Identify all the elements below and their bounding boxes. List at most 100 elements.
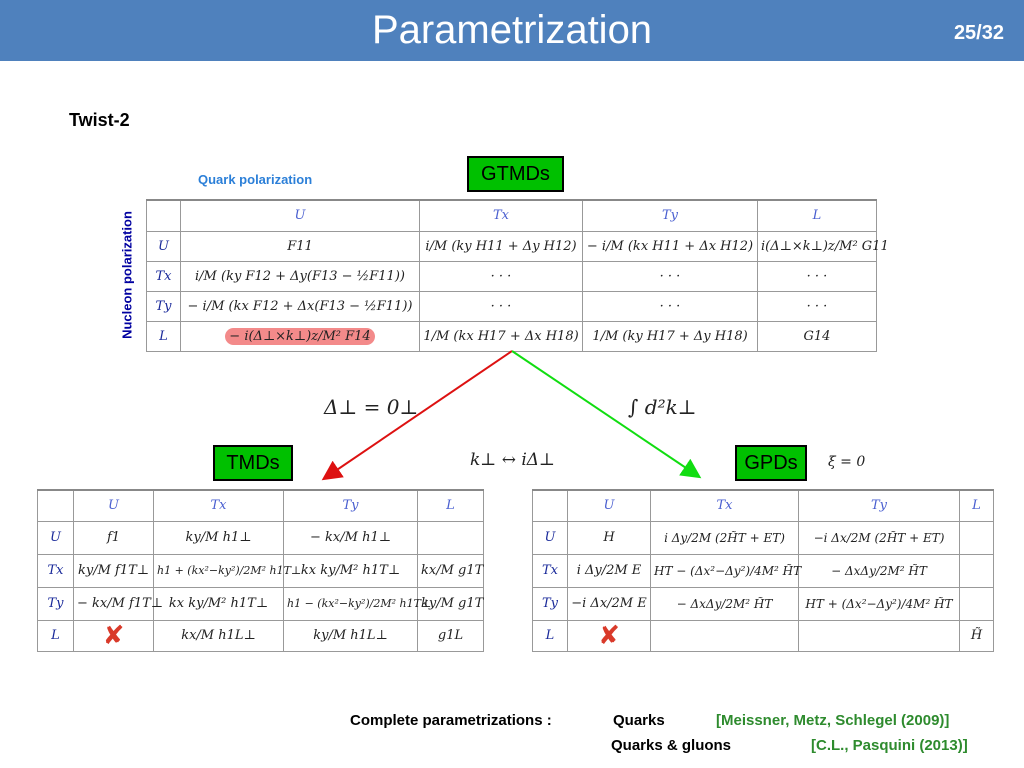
table-row: U f1 ky/M h1⊥ − kx/M h1⊥ <box>37 520 484 555</box>
gpds-box: GPDs <box>735 445 807 481</box>
gtmd-cell: · · · <box>419 290 583 322</box>
gtmd-row-header: Ty <box>146 290 181 322</box>
table-row: L − i(Δ⊥×k⊥)z/M² F14 1/M (kx H17 + Δx H1… <box>146 320 877 352</box>
tmd-cell: ky/M h1⊥ <box>153 520 284 555</box>
delta-zero-label: Δ⊥ = 0⊥ <box>324 395 419 419</box>
gpd-cell: −i Δx/2M (2H̃T + ET) <box>798 520 960 555</box>
gpd-table: U Tx Ty L U H i Δy/2M (2H̃T + ET) −i Δx/… <box>532 489 994 652</box>
gpd-cell <box>798 619 960 652</box>
tmds-box: TMDs <box>213 445 293 481</box>
gpd-header-row: U Tx Ty L <box>532 489 994 522</box>
tmd-cell-crossed: ✘ <box>73 619 154 652</box>
gtmd-col-header: L <box>757 199 877 232</box>
table-row: L ✘ H̃ <box>532 619 994 652</box>
integral-label: ∫ d²k⊥ <box>628 395 697 419</box>
gpd-col-header: Ty <box>798 489 960 522</box>
footer-quarks-gluons: Quarks & gluons <box>611 737 732 754</box>
tmd-cell <box>417 520 484 555</box>
gpd-corner <box>532 489 568 522</box>
tmd-cell: h1 − (kx²−ky²)/2M² h1T⊥ <box>283 586 431 621</box>
slide-header: Parametrization 25/32 <box>0 0 1024 61</box>
gtmd-cell: i(Δ⊥×k⊥)z/M² G11 <box>757 230 889 262</box>
tmd-row-header: U <box>37 520 74 555</box>
tmd-cell: kx ky/M² h1T⊥ <box>283 553 418 588</box>
gpd-cell: H <box>567 520 651 555</box>
f14-highlight: − i(Δ⊥×k⊥)z/M² F14 <box>225 327 375 345</box>
tmd-cell: − kx/M h1⊥ <box>283 520 418 555</box>
gtmd-col-header: U <box>180 199 420 232</box>
gpd-col-header: L <box>959 489 994 522</box>
tmd-corner <box>37 489 74 522</box>
table-row: Tx i/M (ky F12 + Δy(F13 − ½F11)) · · · ·… <box>146 260 877 292</box>
twist-label: Twist-2 <box>69 110 130 130</box>
cross-mark-icon: ✘ <box>598 620 620 651</box>
gpd-cell <box>959 520 994 555</box>
tmd-row-header: Tx <box>37 553 74 588</box>
gpd-cell <box>959 586 994 621</box>
footer-quarks: Quarks <box>613 712 665 729</box>
table-row: Tx ky/M f1T⊥ h1 + (kx²−ky²)/2M² h1T⊥ kx … <box>37 553 484 588</box>
gtmd-cell: i/M (ky H11 + Δy H12) <box>419 230 583 262</box>
gpd-cell: H̃ <box>959 619 994 652</box>
gpd-row-header: Ty <box>532 586 568 621</box>
tmd-cell: g1L <box>417 619 484 652</box>
table-row: L ✘ kx/M h1L⊥ ky/M h1L⊥ g1L <box>37 619 484 652</box>
gpd-cell: i Δy/2M E <box>567 553 651 588</box>
page-number: 25/32 <box>953 22 1004 44</box>
tmd-table: U Tx Ty L U f1 ky/M h1⊥ − kx/M h1⊥ Tx ky… <box>37 489 484 652</box>
tmd-cell: f1 <box>73 520 154 555</box>
gtmd-cell: · · · <box>757 290 877 322</box>
gtmd-cell: 1/M (ky H17 + Δy H18) <box>582 320 758 352</box>
gpd-cell: HT + (Δx²−Δy²)/4M² H̃T <box>798 586 960 621</box>
xi-label: ξ = 0 <box>828 454 866 470</box>
table-row: Tx i Δy/2M E HT − (Δx²−Δy²)/4M² H̃T − Δx… <box>532 553 994 588</box>
gtmd-row-header: U <box>146 230 181 262</box>
tmd-row-header: L <box>37 619 74 652</box>
gpd-cell: i Δy/2M (2H̃T + ET) <box>650 520 799 555</box>
gpd-col-header: Tx <box>650 489 799 522</box>
slide-title: Parametrization <box>371 8 653 52</box>
gtmd-cell: 1/M (kx H17 + Δx H18) <box>419 320 583 352</box>
tmd-col-header: L <box>417 489 484 522</box>
tmd-cell: ky/M g1T <box>417 586 484 621</box>
footer-label: Complete parametrizations : <box>350 712 552 729</box>
gpd-row-header: Tx <box>532 553 568 588</box>
table-row: Ty − i/M (kx F12 + Δx(F13 − ½F11)) · · ·… <box>146 290 877 322</box>
gtmd-cell: G14 <box>757 320 877 352</box>
gtmd-cell: · · · <box>582 290 758 322</box>
arrow-to-tmds <box>321 350 513 481</box>
gpd-cell: −i Δx/2M E <box>567 586 651 621</box>
gpd-col-header: U <box>567 489 651 522</box>
tmd-col-header: Ty <box>283 489 418 522</box>
cross-mark-icon: ✘ <box>102 620 125 651</box>
gtmd-cell: i/M (ky F12 + Δy(F13 − ½F11)) <box>180 260 420 292</box>
tmd-header-row: U Tx Ty L <box>37 489 484 522</box>
tmd-cell: ky/M f1T⊥ <box>73 553 154 588</box>
table-row: Ty −i Δx/2M E − ΔxΔy/2M² H̃T HT + (Δx²−Δ… <box>532 586 994 621</box>
gpd-cell <box>650 619 799 652</box>
quarks-gluons-reference: [C.L., Pasquini (2013)] <box>811 737 968 754</box>
gpd-row-header: L <box>532 619 568 652</box>
tmd-cell: kx ky/M² h1T⊥ <box>153 586 284 621</box>
substitution-label: k⊥ ↔ iΔ⊥ <box>470 450 556 470</box>
gpd-cell-crossed: ✘ <box>567 619 651 652</box>
gpd-row-header: U <box>532 520 568 555</box>
table-row: U H i Δy/2M (2H̃T + ET) −i Δx/2M (2H̃T +… <box>532 520 994 555</box>
gpd-cell: − ΔxΔy/2M² H̃T <box>650 586 799 621</box>
gpd-cell <box>959 553 994 588</box>
tmd-cell: ky/M h1L⊥ <box>283 619 418 652</box>
gtmd-cell: − i/M (kx F12 + Δx(F13 − ½F11)) <box>180 290 420 322</box>
tmd-col-header: Tx <box>153 489 284 522</box>
tmd-cell: h1 + (kx²−ky²)/2M² h1T⊥ <box>153 553 301 588</box>
tmd-col-header: U <box>73 489 154 522</box>
gpd-cell: HT − (Δx²−Δy²)/4M² H̃T <box>650 553 801 588</box>
tmd-cell: − kx/M f1T⊥ <box>73 586 163 621</box>
tmd-row-header: Ty <box>37 586 74 621</box>
table-row: Ty − kx/M f1T⊥ kx ky/M² h1T⊥ h1 − (kx²−k… <box>37 586 484 621</box>
quark-polarization-label: Quark polarization <box>198 172 313 187</box>
arrow-to-gpds <box>511 350 702 479</box>
gtmds-box: GTMDs <box>467 156 564 192</box>
gpd-cell: − ΔxΔy/2M² H̃T <box>798 553 960 588</box>
tmd-cell: kx/M g1T <box>417 553 484 588</box>
